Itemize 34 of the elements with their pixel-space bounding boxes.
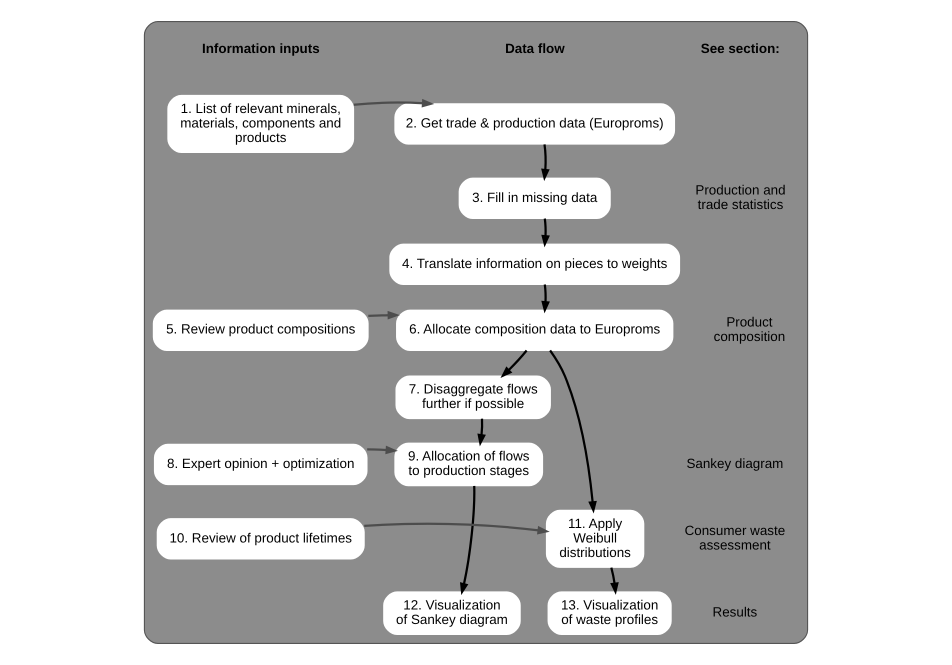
node-box: 10. Review of product lifetimes	[156, 518, 365, 560]
label: Product composition	[714, 314, 786, 344]
label: Results	[712, 604, 758, 620]
arrow	[500, 350, 528, 378]
arrow	[549, 350, 597, 514]
arrow	[610, 567, 619, 595]
node-box: 12. Visualization of Sankey diagram	[383, 591, 521, 635]
node-box: 2. Get trade & production data (Europroms)	[394, 103, 676, 145]
node-box: 5. Review product compositions	[152, 310, 369, 351]
cluster	[144, 21, 808, 644]
node-box: 11. Apply Weibull distributions	[546, 510, 644, 568]
node-box: 13. Visualization of waste profiles	[548, 591, 672, 635]
label: See section:	[700, 41, 780, 56]
label: Consumer waste assessment	[684, 523, 786, 553]
label: Information inputs	[202, 41, 320, 56]
label: Production and trade statistics	[695, 182, 786, 212]
arrow	[477, 418, 486, 446]
arrow	[541, 284, 550, 314]
node-box: 4. Translate information on pieces to weights	[389, 244, 680, 285]
node-box: 1. List of relevant minerals, materials, components and products	[167, 94, 354, 153]
node-box: 8. Expert opinion + optimization	[154, 444, 368, 486]
arrow	[364, 522, 550, 534]
label: Sankey diagram	[686, 456, 784, 471]
node-box: 9. Allocation of flows to production stages	[394, 442, 544, 486]
arrow	[368, 310, 400, 320]
node-box: 6. Allocate composition data to Europroms	[396, 310, 674, 351]
arrow	[541, 218, 550, 248]
arrow	[367, 446, 398, 454]
node-box: 3. Fill in missing data	[458, 178, 611, 219]
arrow	[354, 98, 434, 108]
node-box: 7. Disaggregate flows further if possible	[395, 376, 551, 420]
arrow	[460, 486, 476, 596]
label: Data flow	[505, 41, 565, 56]
arrow	[541, 144, 550, 182]
